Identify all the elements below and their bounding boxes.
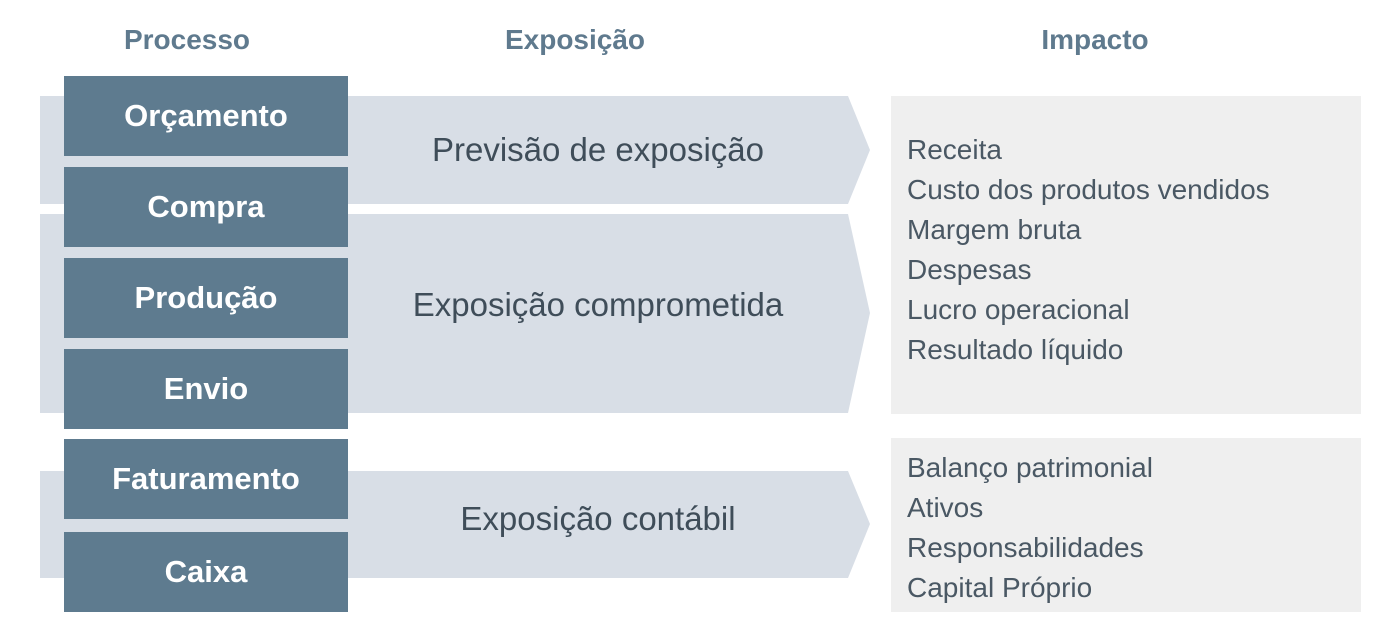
- column-header-exposicao: Exposição: [504, 24, 646, 55]
- process-box-orcamento: Orçamento: [64, 76, 348, 156]
- impact-item: Ativos: [907, 492, 984, 523]
- impact-list: Balanço patrimonial Ativos Responsabilid…: [907, 448, 1361, 608]
- impact-item: Custo dos produtos vendidos: [907, 174, 1270, 205]
- impact-item: Resultado líquido: [907, 334, 1124, 365]
- exposure-label-previsao: Previsão de exposição: [431, 131, 765, 168]
- column-header-processo: Processo: [123, 24, 251, 55]
- impact-box-income-statement: Receita Custo dos produtos vendidos Marg…: [891, 96, 1361, 414]
- process-box-producao: Produção: [64, 258, 348, 338]
- impact-item: Responsabilidades: [907, 532, 1144, 563]
- impact-item: Margem bruta: [907, 214, 1082, 245]
- impact-item: Despesas: [907, 254, 1032, 285]
- exposure-label-comprometida: Exposição comprometida: [412, 286, 784, 323]
- process-box-compra: Compra: [64, 167, 348, 247]
- impact-list: Receita Custo dos produtos vendidos Marg…: [907, 130, 1361, 370]
- impact-item: Capital Próprio: [907, 572, 1093, 603]
- impact-item: Balanço patrimonial: [907, 452, 1153, 483]
- process-box-caixa: Caixa: [64, 532, 348, 612]
- impact-box-balance-sheet: Balanço patrimonial Ativos Responsabilid…: [891, 438, 1361, 612]
- process-box-faturamento: Faturamento: [64, 439, 348, 519]
- impact-item: Lucro operacional: [907, 294, 1130, 325]
- exposure-label-contabil: Exposição contábil: [460, 500, 736, 537]
- impact-item: Receita: [907, 134, 1002, 165]
- process-box-envio: Envio: [64, 349, 348, 429]
- column-header-impacto: Impacto: [1041, 24, 1149, 55]
